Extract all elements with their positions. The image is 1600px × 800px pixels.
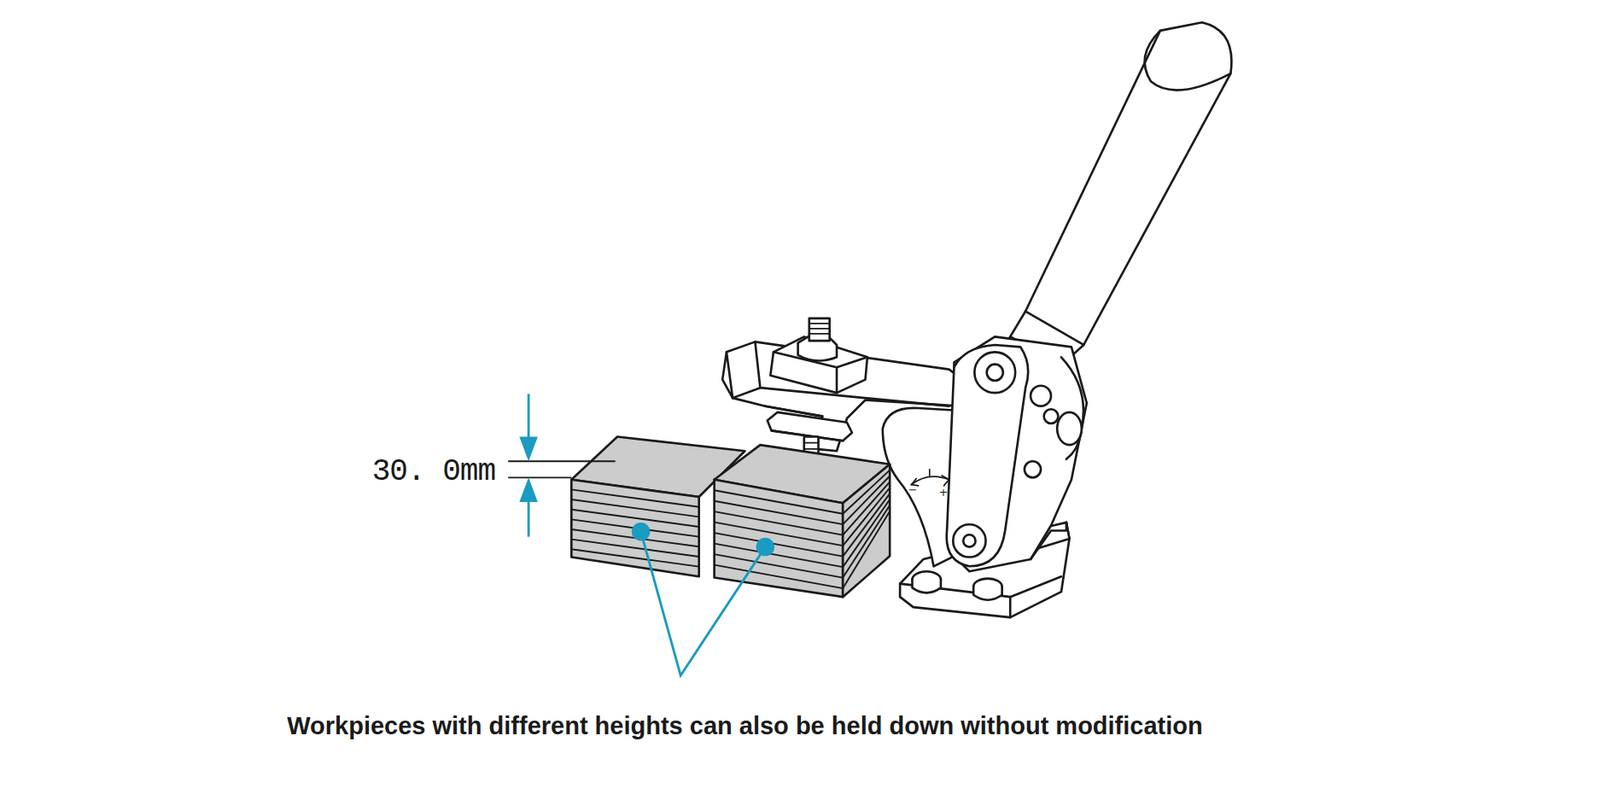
dimension-arrows bbox=[519, 393, 538, 537]
adjust-minus: − bbox=[908, 484, 918, 496]
height-dimension bbox=[508, 461, 615, 478]
clamp-linkage bbox=[946, 344, 1084, 567]
clamp-handle bbox=[999, 22, 1232, 380]
adjust-plus: + bbox=[939, 486, 949, 498]
figure-caption: Workpieces with different heights can al… bbox=[286, 712, 1203, 741]
workpiece-stacks bbox=[571, 437, 890, 598]
workpiece-right bbox=[714, 444, 891, 597]
dimension-label: 30. 0mm bbox=[372, 454, 496, 490]
callout-leaders bbox=[631, 522, 775, 676]
